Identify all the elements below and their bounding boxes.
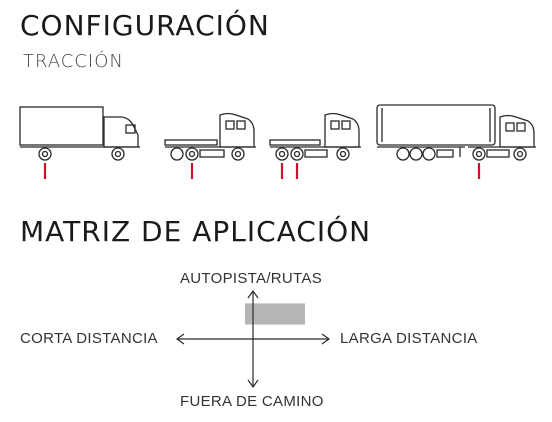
axis-label-right: LARGA DISTANCIA: [340, 330, 478, 347]
page-subtitle: TRACCIÓN: [23, 51, 124, 72]
tractor-6x4-diagram: [269, 112, 361, 161]
axis-label-left: CORTA DISTANCIA: [20, 330, 158, 347]
tractor-semitrailer-diagram: [376, 104, 536, 161]
matrix-title: MATRIZ DE APLICACIÓN: [20, 215, 372, 248]
axis-label-bottom: FUERA DE CAMINO: [180, 393, 324, 410]
tractor-4x2-diagram: [164, 112, 256, 161]
axis-label-top: AUTOPISTA/RUTAS: [180, 270, 323, 287]
application-highlight: [245, 303, 305, 325]
truck-configurations: [19, 104, 536, 179]
rigid-truck-diagram: [19, 106, 140, 161]
page-title: CONFIGURACIÓN: [20, 9, 270, 42]
vertical-axis: [247, 289, 259, 389]
application-matrix: [175, 289, 331, 389]
